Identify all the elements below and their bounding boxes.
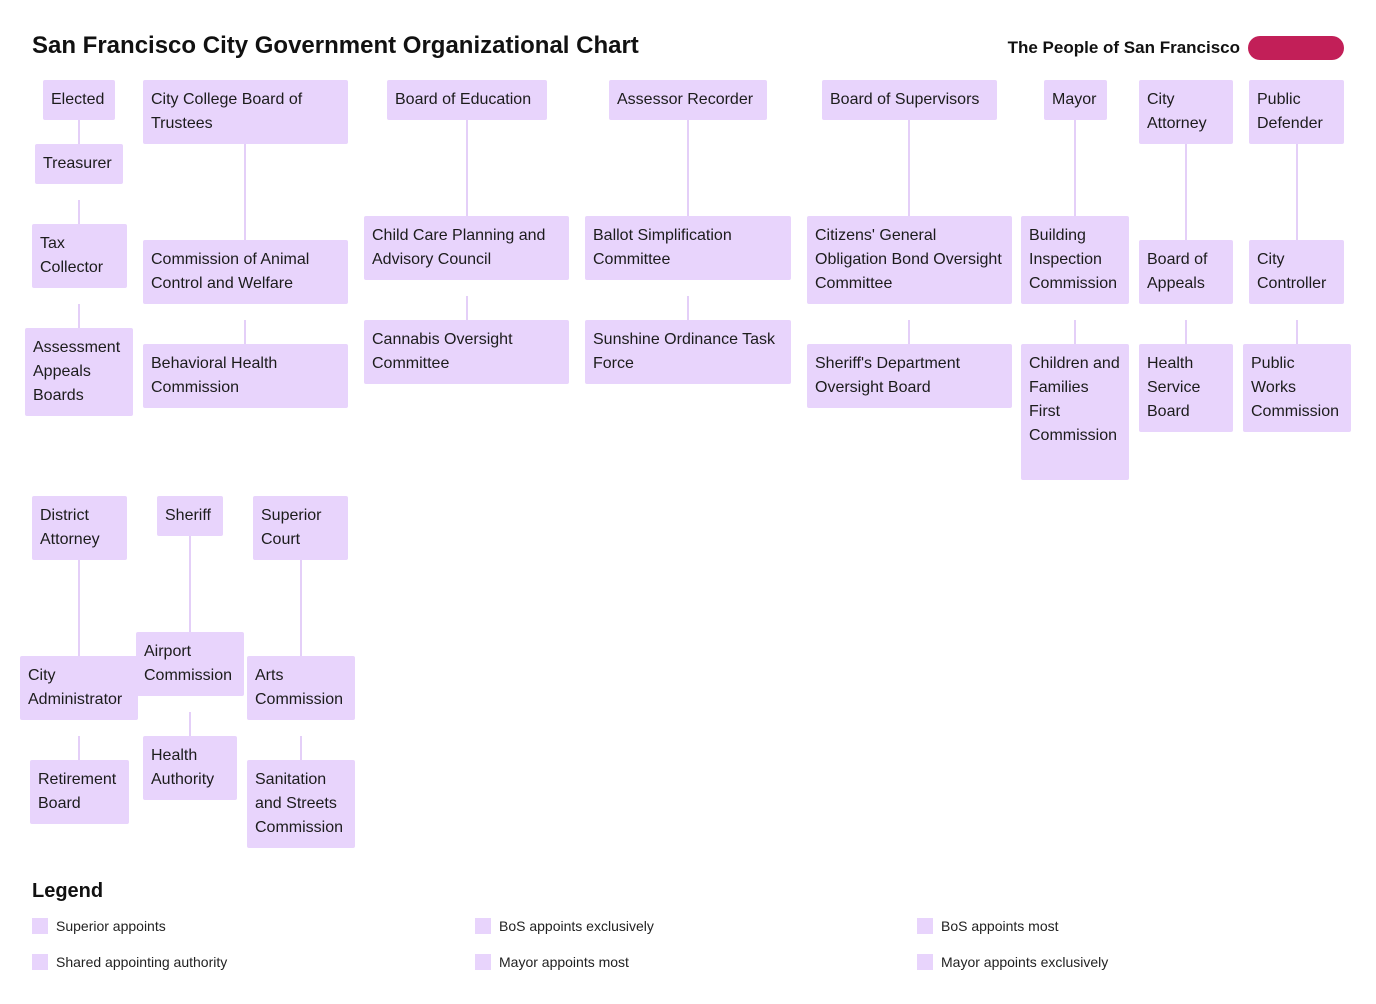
node-sheriff-oversight-board[interactable]: Sheriff's Department Oversight Board [807,344,1012,408]
chart-title: San Francisco City Government Organizati… [32,32,639,59]
node-arts-commission[interactable]: Arts Commission [247,656,355,720]
node-retirement-board[interactable]: Retirement Board [30,760,129,824]
node-animal-control-commission[interactable]: Commission of Animal Control and Welfare [143,240,348,304]
legend-label: Superior appoints [56,918,166,934]
node-city-controller[interactable]: City Controller [1249,240,1344,304]
node-ballot-simplification[interactable]: Ballot Simplification Committee [585,216,791,280]
legend-swatch [917,918,933,934]
node-health-service-board[interactable]: Health Service Board [1139,344,1233,432]
node-board-of-education[interactable]: Board of Education [387,80,547,120]
node-building-inspection[interactable]: Building Inspection Commission [1021,216,1129,304]
node-city-administrator[interactable]: City Administrator [20,656,138,720]
legend-item-mayor-appoints-exclusively: Mayor appoints exclusively [917,954,1108,970]
legend-item-mayor-appoints-most: Mayor appoints most [475,954,629,970]
node-sunshine-task-force[interactable]: Sunshine Ordinance Task Force [585,320,791,384]
node-mayor[interactable]: Mayor [1044,80,1107,120]
node-public-defender[interactable]: Public Defender [1249,80,1344,144]
legend-swatch [475,918,491,934]
legend-item-shared-authority: Shared appointing authority [32,954,227,970]
people-root: The People of San Francisco [1008,36,1344,60]
node-cannabis-committee[interactable]: Cannabis Oversight Committee [364,320,569,384]
node-elected[interactable]: Elected [43,80,115,120]
people-label: The People of San Francisco [1007,38,1240,57]
legend-swatch [917,954,933,970]
people-color-bar [1248,36,1344,60]
node-board-of-appeals[interactable]: Board of Appeals [1139,240,1233,304]
legend-swatch [32,954,48,970]
legend-label: Mayor appoints exclusively [941,954,1109,970]
node-city-college-board[interactable]: City College Board of Trustees [143,80,348,144]
legend-item-bos-appoints-most: BoS appoints most [917,918,1059,934]
legend-label: BoS appoints most [941,918,1059,934]
node-public-works-commission[interactable]: Public Works Commission [1243,344,1351,432]
node-health-authority[interactable]: Health Authority [143,736,237,800]
legend-swatch [475,954,491,970]
node-city-attorney[interactable]: City Attorney [1139,80,1233,144]
node-citizens-bond-committee[interactable]: Citizens' General Obligation Bond Oversi… [807,216,1012,304]
node-behavioral-health-commission[interactable]: Behavioral Health Commission [143,344,348,408]
legend-label: BoS appoints exclusively [499,918,654,934]
legend-item-superior-appoints: Superior appoints [32,918,166,934]
legend-item-bos-appoints-exclusively: BoS appoints exclusively [475,918,654,934]
legend-swatch [32,918,48,934]
node-sheriff[interactable]: Sheriff [157,496,223,536]
node-child-care-council[interactable]: Child Care Planning and Advisory Council [364,216,569,280]
legend-title: Legend [32,880,104,902]
node-board-of-supervisors[interactable]: Board of Supervisors [822,80,997,120]
node-sanitation-commission[interactable]: Sanitation and Streets Commission [247,760,355,848]
node-tax-collector[interactable]: Tax Collector [32,224,127,288]
node-children-families-commission[interactable]: Children and Families First Commission [1021,344,1129,480]
legend-label: Shared appointing authority [56,954,228,970]
node-assessor-recorder[interactable]: Assessor Recorder [609,80,767,120]
node-superior-court[interactable]: Superior Court [253,496,348,560]
node-airport-commission[interactable]: Airport Commission [136,632,244,696]
node-treasurer[interactable]: Treasurer [35,144,123,184]
node-district-attorney[interactable]: District Attorney [32,496,127,560]
node-assessment-appeals-boards[interactable]: Assessment Appeals Boards [25,328,133,416]
legend-label: Mayor appoints most [499,954,629,970]
